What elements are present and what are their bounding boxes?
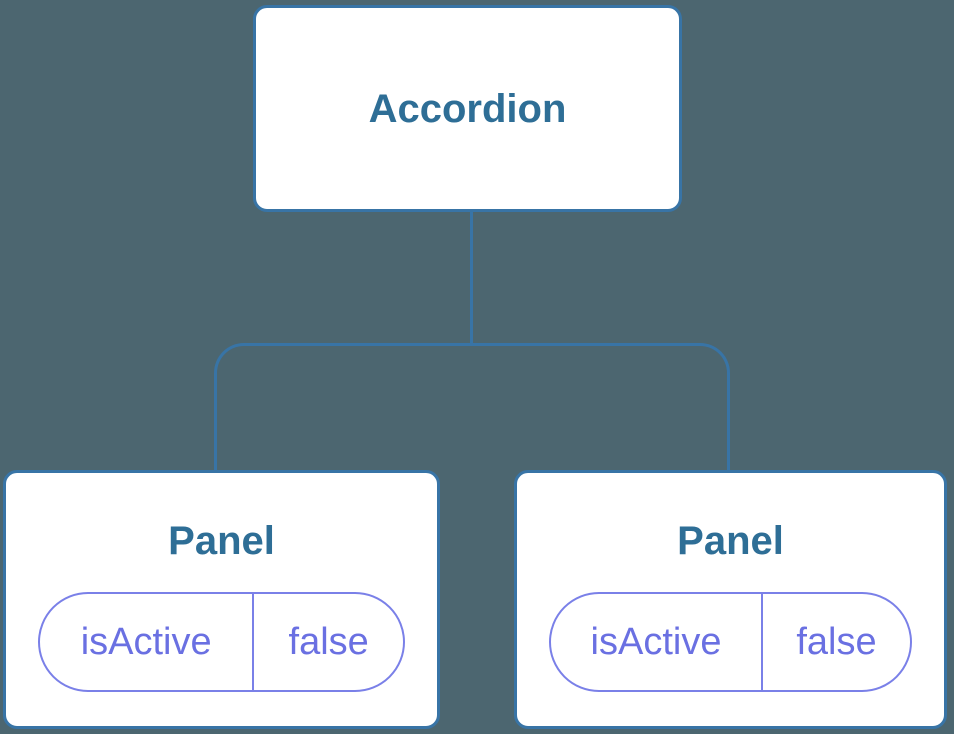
connector-stem — [470, 212, 473, 344]
state-value-left: false — [288, 620, 369, 663]
state-name-right: isActive — [551, 594, 763, 690]
state-value-right: false — [796, 620, 877, 663]
panel-node-left: Panel isActive false — [3, 470, 440, 729]
connector-branch — [214, 343, 730, 471]
state-pill-left: isActive false — [38, 592, 405, 692]
panel-node-left-label: Panel — [168, 519, 275, 563]
state-pill-right: isActive false — [549, 592, 912, 692]
panel-node-right-label: Panel — [677, 519, 784, 563]
accordion-node: Accordion — [253, 5, 682, 212]
panel-node-right: Panel isActive false — [514, 470, 947, 729]
state-name-left: isActive — [40, 594, 255, 690]
accordion-node-label: Accordion — [368, 86, 567, 131]
